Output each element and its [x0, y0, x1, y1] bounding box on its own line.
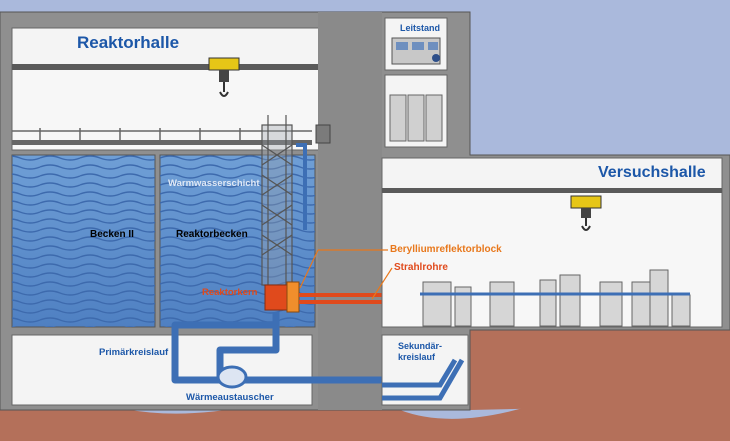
control-console	[391, 37, 441, 65]
title-versuchshalle: Versuchshalle	[598, 164, 706, 181]
label-sekundaer-line1: Sekundär-	[398, 341, 442, 351]
central-wall	[318, 12, 382, 410]
label-berylliumreflektorblock: Berylliumreflektorblock	[390, 244, 502, 255]
leader-reflector	[299, 249, 319, 289]
label-becken-ii: Becken II	[90, 229, 134, 240]
becken-ii-waves	[12, 155, 155, 327]
title-reaktorhalle: Reaktorhalle	[77, 33, 179, 52]
reactor-core	[264, 284, 288, 311]
label-reaktorbecken: Reaktorbecken	[176, 229, 248, 240]
crane-rail-right	[382, 188, 722, 193]
pipe-head	[315, 124, 331, 144]
beam-tubes	[299, 293, 419, 304]
crane-hook-left	[208, 57, 240, 97]
pool-pipe	[296, 143, 307, 230]
label-reaktorkern: Reaktorkern	[202, 287, 258, 298]
label-waermeaustauscher: Wärmeaustauscher	[186, 392, 274, 403]
label-strahlrohre: Strahlrohre	[394, 262, 448, 273]
beryllium-reflector	[286, 281, 300, 313]
reactor-lattice	[261, 115, 293, 286]
label-sekundaer-line2: kreislauf	[398, 352, 436, 362]
instruments	[420, 269, 691, 327]
ground-right	[470, 330, 730, 410]
label-leitstand: Leitstand	[400, 23, 440, 33]
crane-rail-left	[12, 64, 342, 70]
versuchshalle-header-band	[381, 157, 723, 191]
label-primaerkreislauf: Primärkreislauf	[99, 347, 169, 358]
label-warmwasserschicht: Warmwasserschicht	[168, 178, 260, 189]
crane-hook-right	[570, 195, 602, 231]
leader-strahlrohre	[371, 267, 393, 300]
equipment-cabinets	[389, 94, 443, 142]
secondary-loop-pipes	[382, 358, 465, 401]
